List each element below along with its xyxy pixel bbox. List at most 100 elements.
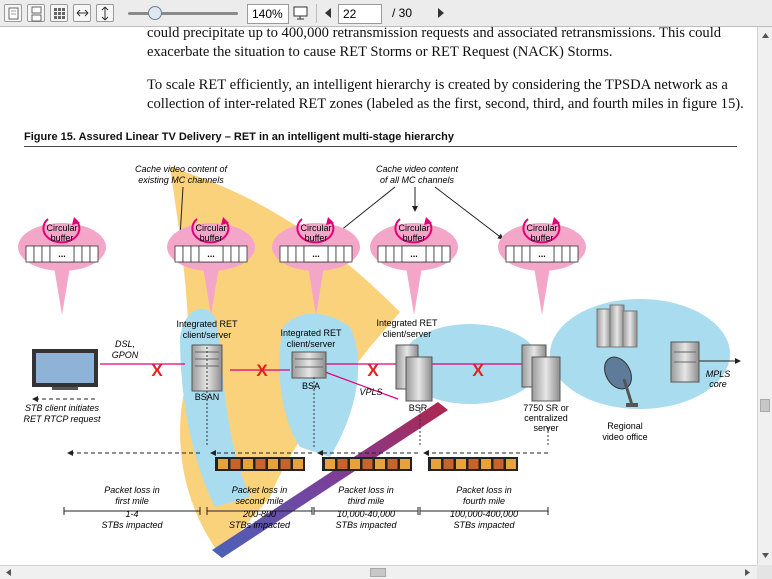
buffer-cell: [41, 245, 51, 263]
scrollbar-corner: [757, 565, 772, 579]
buffer-cell: [393, 245, 403, 263]
thumbnails-icon[interactable]: [50, 4, 68, 22]
buffer-label: buffer: [531, 233, 554, 243]
page-total: / 30: [392, 6, 413, 20]
hierarchy-diagonal-bar: [212, 402, 448, 558]
buffer-cell: [385, 245, 395, 263]
body-text-line: exacerbate the situation to cause RET St…: [147, 44, 613, 60]
regional-office-zone: [550, 299, 730, 409]
scroll-right-icon[interactable]: [741, 566, 754, 579]
7750-sr-device: [521, 344, 561, 402]
buffer-cell: [335, 245, 345, 263]
scroll-left-icon[interactable]: [2, 566, 15, 579]
buffer-cell: [81, 245, 91, 263]
core-router: [670, 341, 700, 383]
continuous-page-icon[interactable]: [27, 4, 45, 22]
buffer-label: buffer: [51, 233, 74, 243]
buffer-cell: [327, 245, 337, 263]
buffer-cell: [287, 245, 297, 263]
horizontal-scroll-thumb[interactable]: [370, 568, 386, 577]
satellite-dish-icon: [604, 356, 638, 407]
toolbar: 140% 22 / 30: [0, 0, 772, 27]
buffer-cell: [521, 245, 531, 263]
page-number-input[interactable]: 22: [338, 4, 382, 24]
buffer-cell: [561, 245, 571, 263]
buffer-cell: [433, 245, 443, 263]
zoom-slider-thumb[interactable]: [148, 6, 162, 20]
buffer-dots: ...: [312, 249, 320, 259]
circular-buffer: Circularbuffer...: [167, 217, 255, 315]
buffer-cell: [505, 245, 515, 263]
scroll-up-icon[interactable]: [759, 29, 772, 42]
video-server-rack: [596, 304, 638, 348]
buffer-cell: [190, 245, 200, 263]
buffer-cell: [33, 245, 43, 263]
fit-height-icon[interactable]: [96, 4, 114, 22]
buffer-cell: [377, 245, 387, 263]
buffer-cell: [238, 245, 248, 263]
buffer-label: buffer: [305, 233, 328, 243]
buffer-dots: ...: [410, 249, 418, 259]
scroll-down-icon[interactable]: [759, 549, 772, 562]
vertical-scroll-thumb[interactable]: [760, 399, 770, 412]
fit-width-icon[interactable]: [73, 4, 91, 22]
dsl-label: DSL,GPON: [112, 339, 139, 360]
vertical-scrollbar[interactable]: [757, 27, 772, 565]
buffer-cell: [425, 245, 435, 263]
horizontal-scrollbar[interactable]: [0, 565, 757, 579]
vpls-label: VPLS: [359, 387, 382, 397]
buffer-cell: [73, 245, 83, 263]
buffer-cell: [25, 245, 35, 263]
buffer-cell: [230, 245, 240, 263]
toolbar-separator: [316, 4, 317, 23]
bsa-label: BSA: [302, 381, 320, 391]
buffer-label: Circular: [195, 223, 226, 233]
buffer-label: Circular: [46, 223, 77, 233]
buffer-cell: [553, 245, 563, 263]
buffer-cell: [279, 245, 289, 263]
packet-loss-mark: X: [256, 361, 268, 380]
buffer-label: buffer: [403, 233, 426, 243]
presentation-icon[interactable]: [292, 4, 310, 22]
next-page-icon[interactable]: [432, 4, 450, 22]
buffer-dots: ...: [207, 249, 215, 259]
buffer-label: Circular: [526, 223, 557, 233]
figure-rule: [24, 146, 737, 147]
buffer-cell: [182, 245, 192, 263]
buffer-dots: ...: [58, 249, 66, 259]
buffer-cell: [569, 245, 579, 263]
zoom-level-field[interactable]: 140%: [247, 4, 289, 24]
figure-title: Figure 15. Assured Linear TV Delivery – …: [24, 131, 454, 143]
buffer-cell: [222, 245, 232, 263]
buffer-label: buffer: [200, 233, 223, 243]
document-page: could precipitate up to 400,000 retransm…: [0, 27, 757, 565]
buffer-cell: [343, 245, 353, 263]
buffer-cell: [441, 245, 451, 263]
buffer-cell: [513, 245, 523, 263]
body-text-line: To scale RET efficiently, an intelligent…: [147, 77, 728, 93]
zoom-slider-track[interactable]: [128, 12, 238, 15]
buffer-cell: [89, 245, 99, 263]
circular-buffer: Circularbuffer...: [272, 217, 360, 315]
previous-page-icon[interactable]: [320, 4, 338, 22]
buffer-label: Circular: [398, 223, 429, 233]
single-page-icon[interactable]: [4, 4, 22, 22]
packet-loss-mark: X: [151, 361, 163, 380]
body-text-line: could precipitate up to 400,000 retransm…: [147, 27, 722, 41]
third-mile-zone: [279, 313, 359, 457]
buffer-dots: ...: [538, 249, 546, 259]
